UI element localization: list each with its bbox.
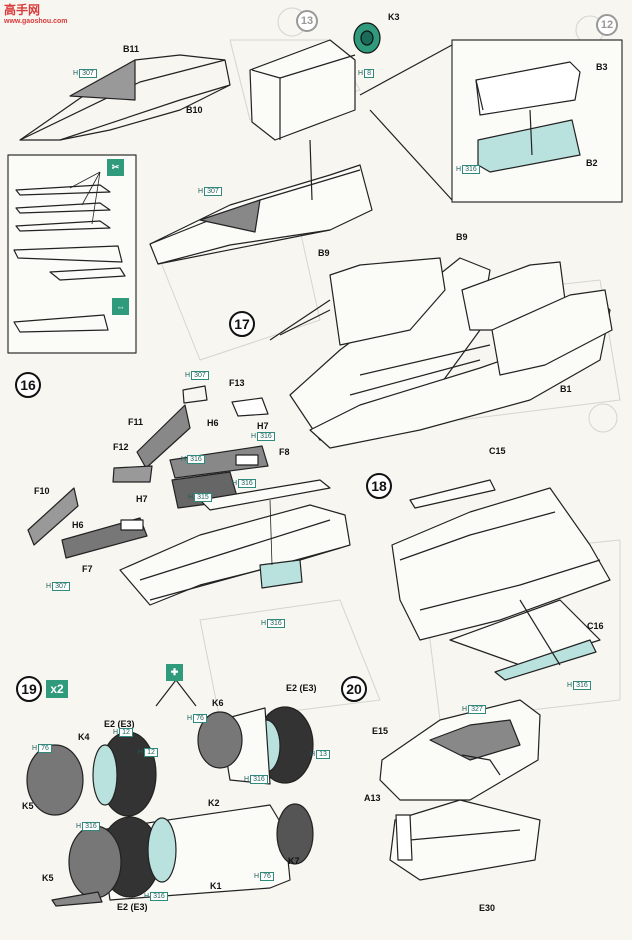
label-k2: K2: [208, 798, 220, 808]
step-17-badge: 17: [229, 311, 255, 337]
cut-icon: ✂: [107, 159, 124, 176]
label-b9-mid: B9: [456, 232, 468, 242]
label-e2-c: E2 (E3): [117, 902, 148, 912]
label-a13: A13: [364, 793, 381, 803]
label-k6: K6: [212, 698, 224, 708]
label-h7-a: H7: [257, 421, 269, 431]
step-20-badge: 20: [341, 676, 367, 702]
step-19-multiplier: x2: [46, 680, 68, 698]
label-k3: K3: [388, 12, 400, 22]
label-k5-b: K5: [42, 873, 54, 883]
choice-icon: ✚: [166, 664, 183, 681]
watermark-url: www.gaoshou.com: [4, 18, 68, 25]
label-f8: F8: [279, 447, 290, 457]
symmetry-arrows-icon: ⇔: [112, 298, 129, 315]
ghost-step-12: 12: [596, 14, 618, 36]
watermark-title: 高手网: [4, 3, 41, 17]
label-f13: F13: [229, 378, 245, 388]
label-e15: E15: [372, 726, 389, 736]
label-e2-a: E2 (E3): [286, 683, 317, 693]
label-k1: K1: [210, 881, 222, 891]
label-f11: F11: [128, 417, 144, 427]
label-c16: C16: [587, 621, 604, 631]
label-f7: F7: [82, 564, 93, 574]
label-b9-top: B9: [318, 248, 330, 258]
label-k7: K7: [288, 856, 300, 866]
step-18-badge: 18: [366, 473, 392, 499]
label-h6-b: H6: [72, 520, 84, 530]
ghost-step-13: 13: [296, 10, 318, 32]
label-f12: F12: [113, 442, 129, 452]
label-h6-a: H6: [207, 418, 219, 428]
label-b11: B11: [123, 44, 140, 54]
step-16-badge: 16: [15, 372, 41, 398]
label-b1: B1: [560, 384, 572, 394]
label-e2-b: E2 (E3): [104, 719, 135, 729]
label-h7-b: H7: [136, 494, 148, 504]
label-b3: B3: [596, 62, 608, 72]
label-e30: E30: [479, 903, 496, 913]
label-b2: B2: [586, 158, 598, 168]
label-b10: B10: [186, 105, 203, 115]
site-watermark: 高手网 www.gaoshou.com: [4, 4, 68, 25]
label-c15: C15: [489, 446, 506, 456]
label-k5-a: K5: [22, 801, 34, 811]
label-k4: K4: [78, 732, 90, 742]
step-19-badge: 19: [16, 676, 42, 702]
label-f10: F10: [34, 486, 50, 496]
